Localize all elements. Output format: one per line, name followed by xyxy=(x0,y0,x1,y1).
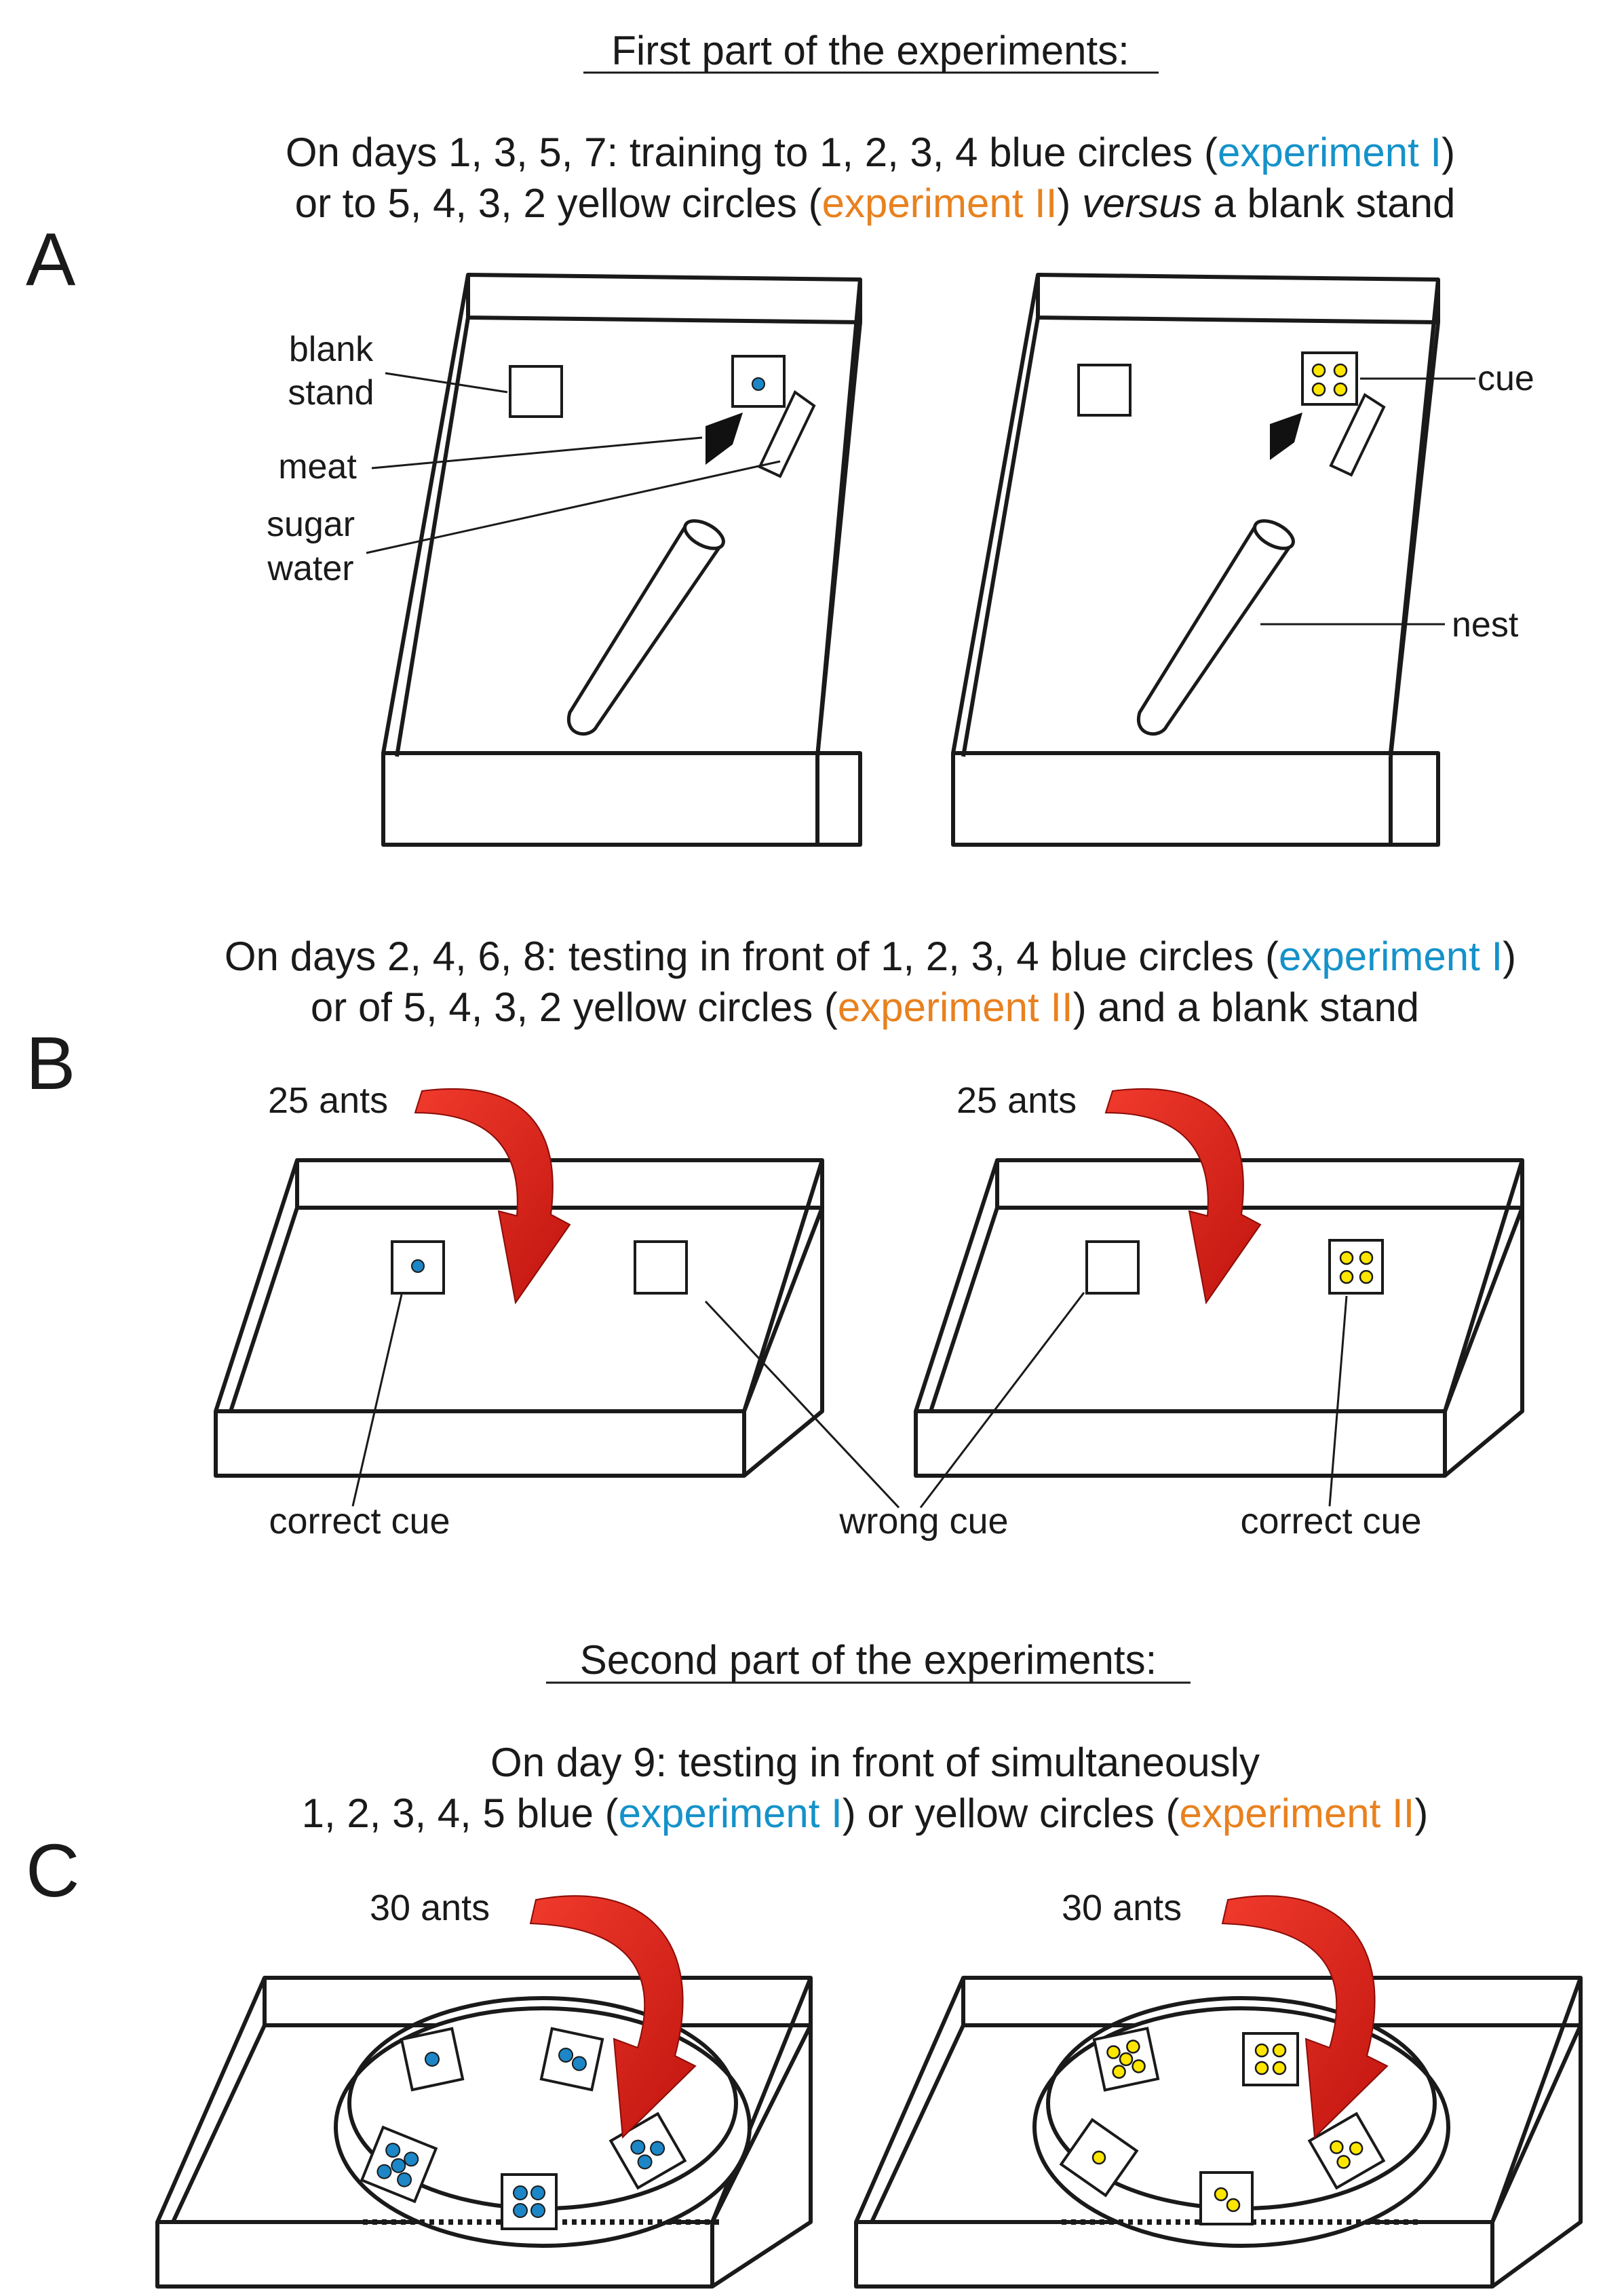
stand-4-blue xyxy=(501,2173,558,2230)
nest-tube-right xyxy=(1136,519,1295,736)
blank-stand-left xyxy=(509,365,563,418)
leader-correct-left xyxy=(351,1294,403,1507)
panel-b-arena-right xyxy=(914,1158,1524,1478)
stand-1-blue xyxy=(400,2027,465,2092)
label-wrong-cue: wrong cue xyxy=(838,1501,1008,1542)
cue-stand-right xyxy=(1301,351,1358,406)
part1-line1: On days 1, 3, 5, 7: training to 1, 2, 3,… xyxy=(286,130,1455,175)
blue-dot xyxy=(411,1259,425,1273)
experiment-ii-label: experiment II xyxy=(1180,1791,1415,1836)
stand-5-yellow xyxy=(1092,2027,1160,2092)
label-correct-cue-left: correct cue xyxy=(269,1501,450,1542)
yellow-dots-four xyxy=(1311,363,1348,397)
label-sugar-line1: sugar xyxy=(267,505,355,544)
leader-wrong-left xyxy=(704,1300,900,1509)
stand-2-blue xyxy=(539,2027,604,2092)
leader-correct-right xyxy=(1328,1295,1348,1507)
panel-b-line2: or of 5, 4, 3, 2 yellow circles (experim… xyxy=(311,984,1419,1030)
part2-line2: 1, 2, 3, 4, 5 blue (experiment I) or yel… xyxy=(302,1791,1429,1836)
stand-3-blue xyxy=(608,2111,687,2190)
stand-4-yellow xyxy=(1242,2032,1299,2086)
panel-a-letter: A xyxy=(26,218,76,301)
red-arrow-right xyxy=(1221,1895,1389,2139)
red-arrow-right xyxy=(1104,1088,1262,1305)
red-arrow-left xyxy=(414,1088,571,1305)
wrong-cue-stand-right xyxy=(1085,1240,1140,1295)
label-blank-line2: stand xyxy=(288,373,374,413)
label-sugar-line2: water xyxy=(267,549,353,588)
part2-heading: Second part of the experiments: xyxy=(580,1637,1157,1683)
stand-1-yellow xyxy=(1059,2118,1139,2198)
label-blank-line1: blank xyxy=(289,330,374,369)
leader-blank-stand xyxy=(385,372,508,394)
stand-5-blue xyxy=(360,2125,438,2204)
sugar-water-right xyxy=(1329,393,1386,477)
label-meat: meat xyxy=(278,447,357,486)
leader-sugar xyxy=(366,460,781,554)
ants-count-left: 25 ants xyxy=(268,1080,388,1121)
experiment-i-label: experiment I xyxy=(1218,130,1442,175)
ants-count-right: 30 ants xyxy=(1062,1888,1182,1928)
label-nest: nest xyxy=(1452,605,1519,645)
sugar-water-left xyxy=(758,389,816,478)
experiment-ii-label: experiment II xyxy=(838,984,1073,1030)
panel-b-line1: On days 2, 4, 6, 8: testing in front of … xyxy=(225,934,1516,979)
wrong-cue-stand-left xyxy=(634,1240,688,1295)
stand-2-yellow xyxy=(1199,2171,1254,2225)
stand-3-yellow xyxy=(1307,2111,1386,2190)
yellow-dots-four xyxy=(1339,1250,1374,1284)
part2-line1: On day 9: testing in front of simultaneo… xyxy=(490,1740,1260,1785)
panel-b-arena-left xyxy=(214,1158,824,1478)
leader-meat xyxy=(371,436,703,470)
experiment-ii-label: experiment II xyxy=(822,180,1058,226)
panel-a-arena-right xyxy=(951,273,1440,847)
experiment-i-label: experiment I xyxy=(619,1791,843,1836)
label-correct-cue-right: correct cue xyxy=(1240,1501,1421,1542)
part1-heading: First part of the experiments: xyxy=(611,28,1129,73)
panel-b-letter: B xyxy=(26,1022,75,1105)
blank-stand-right xyxy=(1077,364,1132,417)
panel-a-arena-left xyxy=(381,273,862,847)
panel-c-arena-right xyxy=(854,1976,1583,2289)
correct-cue-stand-right xyxy=(1328,1239,1384,1295)
experiment-i-label: experiment I xyxy=(1279,934,1503,979)
meat-right xyxy=(1270,413,1302,460)
blue-dot xyxy=(752,377,765,391)
nest-tube-left xyxy=(566,519,725,736)
part1-line2: or to 5, 4, 3, 2 yellow circles (experim… xyxy=(295,180,1456,226)
ants-count-right: 25 ants xyxy=(956,1080,1077,1121)
meat-left xyxy=(705,413,743,465)
ants-count-left: 30 ants xyxy=(370,1888,490,1928)
panel-c-letter: C xyxy=(26,1829,79,1913)
label-cue: cue xyxy=(1477,359,1534,398)
leader-wrong-right xyxy=(919,1292,1085,1508)
red-arrow-left xyxy=(529,1895,697,2139)
